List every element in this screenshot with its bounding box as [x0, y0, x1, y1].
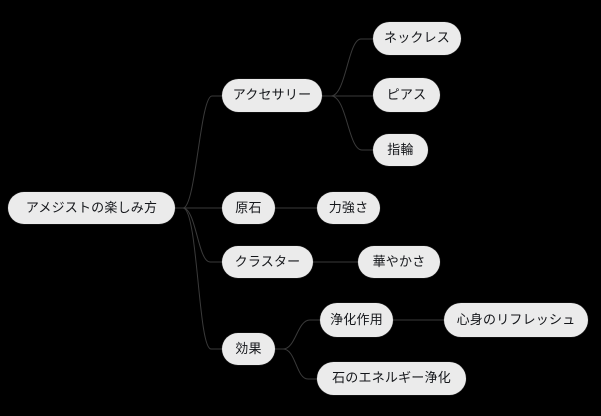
node-refresh[interactable]: 心身のリフレッシュ	[444, 303, 588, 337]
node-pierce[interactable]: ピアス	[373, 78, 440, 112]
node-label-refresh: 心身のリフレッシュ	[456, 312, 576, 328]
node-label-purification: 浄化作用	[330, 312, 383, 328]
node-ring[interactable]: 指輪	[373, 134, 428, 166]
node-stone-energy[interactable]: 石のエネルギー浄化	[317, 362, 466, 395]
node-accessory[interactable]: アクセサリー	[222, 79, 322, 112]
node-label-accessory: アクセサリー	[232, 88, 312, 103]
root-node-root[interactable]: アメジストの楽しみ方	[8, 192, 175, 224]
node-label-ring: 指輪	[387, 142, 414, 158]
node-label-pierce: ピアス	[386, 87, 427, 103]
edge-root-to-cluster	[174, 207, 223, 263]
node-label-cluster: クラスター	[234, 254, 301, 270]
node-cluster[interactable]: クラスター	[222, 246, 313, 278]
edge-accessory-to-ring	[321, 95, 374, 151]
node-label-root: アメジストの楽しみ方	[25, 200, 158, 216]
edge-effect-to-purification	[274, 319, 321, 350]
node-purification[interactable]: 浄化作用	[320, 303, 393, 337]
edge-effect-to-stone-energy	[274, 348, 318, 380]
node-rough-stone[interactable]: 原石	[222, 192, 275, 224]
node-label-effect: 効果	[235, 341, 262, 357]
edge-root-to-effect	[174, 207, 223, 350]
node-label-necklace: ネックレス	[384, 31, 451, 46]
node-label-rough-stone: 原石	[235, 200, 262, 216]
node-gorgeousness[interactable]: 華やかさ	[358, 246, 440, 278]
edge-root-to-accessory	[174, 95, 223, 209]
node-label-stone-energy: 石のエネルギー浄化	[332, 371, 451, 386]
node-necklace[interactable]: ネックレス	[373, 22, 461, 55]
node-strength[interactable]: 力強さ	[317, 192, 380, 224]
node-label-strength: 力強さ	[328, 200, 369, 216]
node-effect[interactable]: 効果	[222, 333, 275, 365]
node-label-gorgeousness: 華やかさ	[372, 254, 426, 270]
edge-accessory-to-necklace	[321, 38, 374, 97]
